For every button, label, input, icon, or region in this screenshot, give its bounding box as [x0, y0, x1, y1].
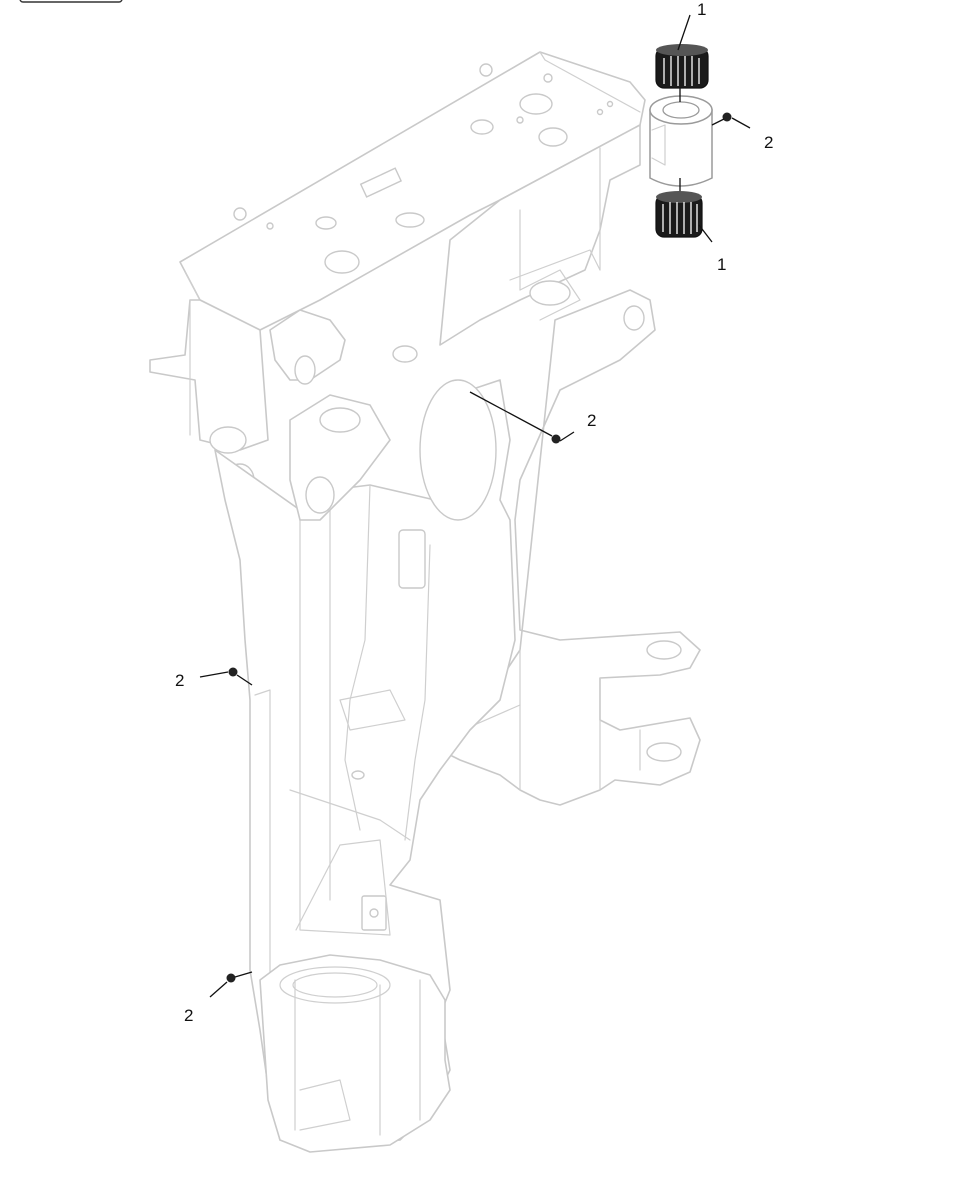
- chassis-frame: [149, 51, 701, 1153]
- corner-tab: [19, 0, 123, 3]
- grease-fitting-left-upper: [228, 667, 253, 686]
- needle-bearing-bottom: [655, 191, 703, 238]
- grease-fitting-center: [469, 391, 561, 444]
- grease-fitting-top-right: [711, 112, 732, 126]
- callout-2-left-upper: 2: [175, 671, 184, 690]
- bushing-sleeve: [649, 95, 713, 187]
- grease-fitting-left-lower: [226, 971, 253, 983]
- callout-1-top: 1: [697, 0, 706, 19]
- callout-2-center: 2: [587, 411, 596, 430]
- needle-bearing-top: [655, 44, 709, 89]
- callout-1-lower: 1: [717, 255, 726, 274]
- callout-2-top-right: 2: [764, 133, 773, 152]
- callout-2-left-lower: 2: [184, 1006, 193, 1025]
